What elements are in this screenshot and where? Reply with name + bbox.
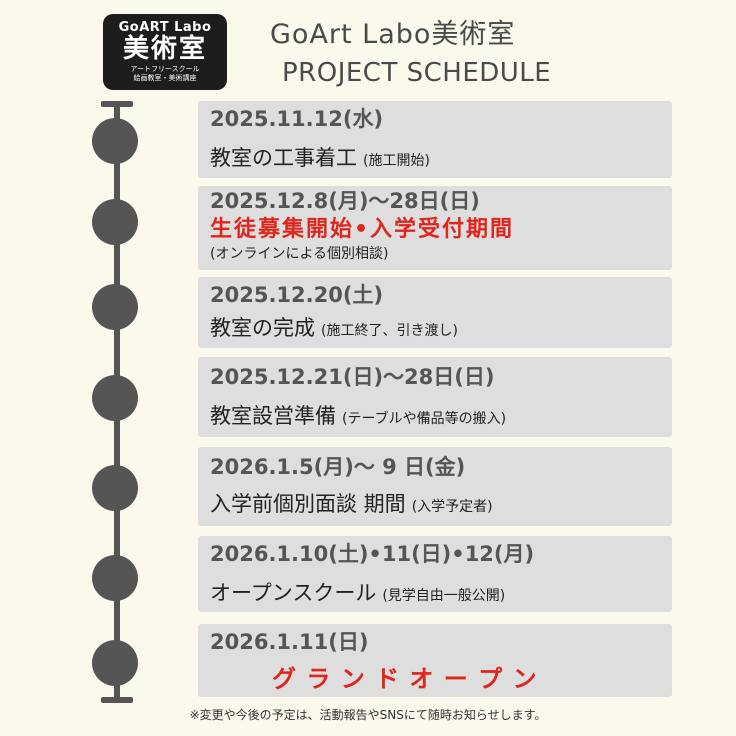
event-title: 教室の完成 xyxy=(210,316,315,340)
event-description: 教室設営準備 (テーブルや備品等の搬入) xyxy=(210,401,672,434)
page-subtitle: PROJECT SCHEDULE xyxy=(282,58,552,88)
event-date: 2025.12.8(月)〜28日(日) xyxy=(210,189,480,213)
timeline-dot xyxy=(92,465,138,511)
event-date: 2025.12.21(日)〜28日(日) xyxy=(210,365,495,389)
schedule-card: 2025.12.8(月)〜28日(日) 生徒募集開始•入学受付期間 (オンライン… xyxy=(198,186,672,270)
schedule-card: 2026.1.10(土)•11(日)•12(月) オープンスクール (見学自由一般… xyxy=(198,536,672,612)
page-title: GoArt Labo美術室 xyxy=(270,19,516,50)
footer-note: ※変更や今後の予定は、活動報告やSNSにて随時お知らせします。 xyxy=(189,708,547,722)
timeline-dot xyxy=(92,284,138,330)
event-date: 2026.1.11(日) xyxy=(210,630,369,654)
timeline-dot xyxy=(92,118,138,164)
timeline-top-cap xyxy=(101,101,133,107)
timeline-dot xyxy=(92,640,138,686)
event-description: 入学前個別面談 期間 (入学予定者) xyxy=(210,489,672,522)
schedule-card: 2026.1.5(月)〜 9 日(金) 入学前個別面談 期間 (入学予定者) xyxy=(198,447,672,526)
logo-subtagline: 絵画教室・美術講座 xyxy=(133,74,197,82)
schedule-card: 2025.12.21(日)〜28日(日) 教室設営準備 (テーブルや備品等の搬入) xyxy=(198,357,672,437)
event-note: (施工終了、引き渡し) xyxy=(321,323,458,339)
logo: GoART Labo 美術室 アートフリースクール 絵画教室・美術講座 xyxy=(103,14,227,90)
event-title: 教室の工事着工 xyxy=(210,146,357,170)
schedule-card: 2025.11.12(水) 教室の工事着工 (施工開始) xyxy=(198,101,672,178)
event-description: オープンスクール (見学自由一般公開) xyxy=(210,578,672,611)
event-date: 2025.11.12(水) xyxy=(210,107,384,131)
event-note: (オンラインによる個別相談) xyxy=(210,246,389,262)
event-note: (入学予定者) xyxy=(411,499,493,515)
schedule-card: 2025.12.20(土) 教室の完成 (施工終了、引き渡し) xyxy=(198,277,672,348)
event-date: 2026.1.10(土)•11(日)•12(月) xyxy=(210,542,535,566)
logo-brand: GoART Labo xyxy=(118,20,212,35)
event-title: オープンスクール xyxy=(210,581,377,605)
logo-tagline: アートフリースクール xyxy=(130,65,200,73)
event-date: 2026.1.5(月)〜 9 日(金) xyxy=(210,455,466,479)
event-note: (施工開始) xyxy=(363,153,430,169)
event-highlight: グ ラ ン ド オ ー プ ン xyxy=(272,665,538,693)
event-highlight: 生徒募集開始•入学受付期間 xyxy=(210,217,515,242)
event-description: 教室の工事着工 (施工開始) xyxy=(210,143,672,176)
event-title: 入学前個別面談 期間 xyxy=(210,492,406,516)
timeline-dot xyxy=(92,555,138,601)
event-date: 2025.12.20(土) xyxy=(210,283,384,307)
event-note: (テーブルや備品等の搬入) xyxy=(342,411,507,427)
event-note: (見学自由一般公開) xyxy=(382,588,506,604)
logo-name: 美術室 xyxy=(122,34,207,64)
timeline-bottom-cap xyxy=(101,697,133,703)
event-title: 教室設営準備 xyxy=(210,404,336,428)
event-description: 教室の完成 (施工終了、引き渡し) xyxy=(210,313,672,346)
timeline-dot xyxy=(92,375,138,421)
schedule-card: 2026.1.11(日) グ ラ ン ド オ ー プ ン xyxy=(198,624,672,697)
timeline-dot xyxy=(92,199,138,245)
